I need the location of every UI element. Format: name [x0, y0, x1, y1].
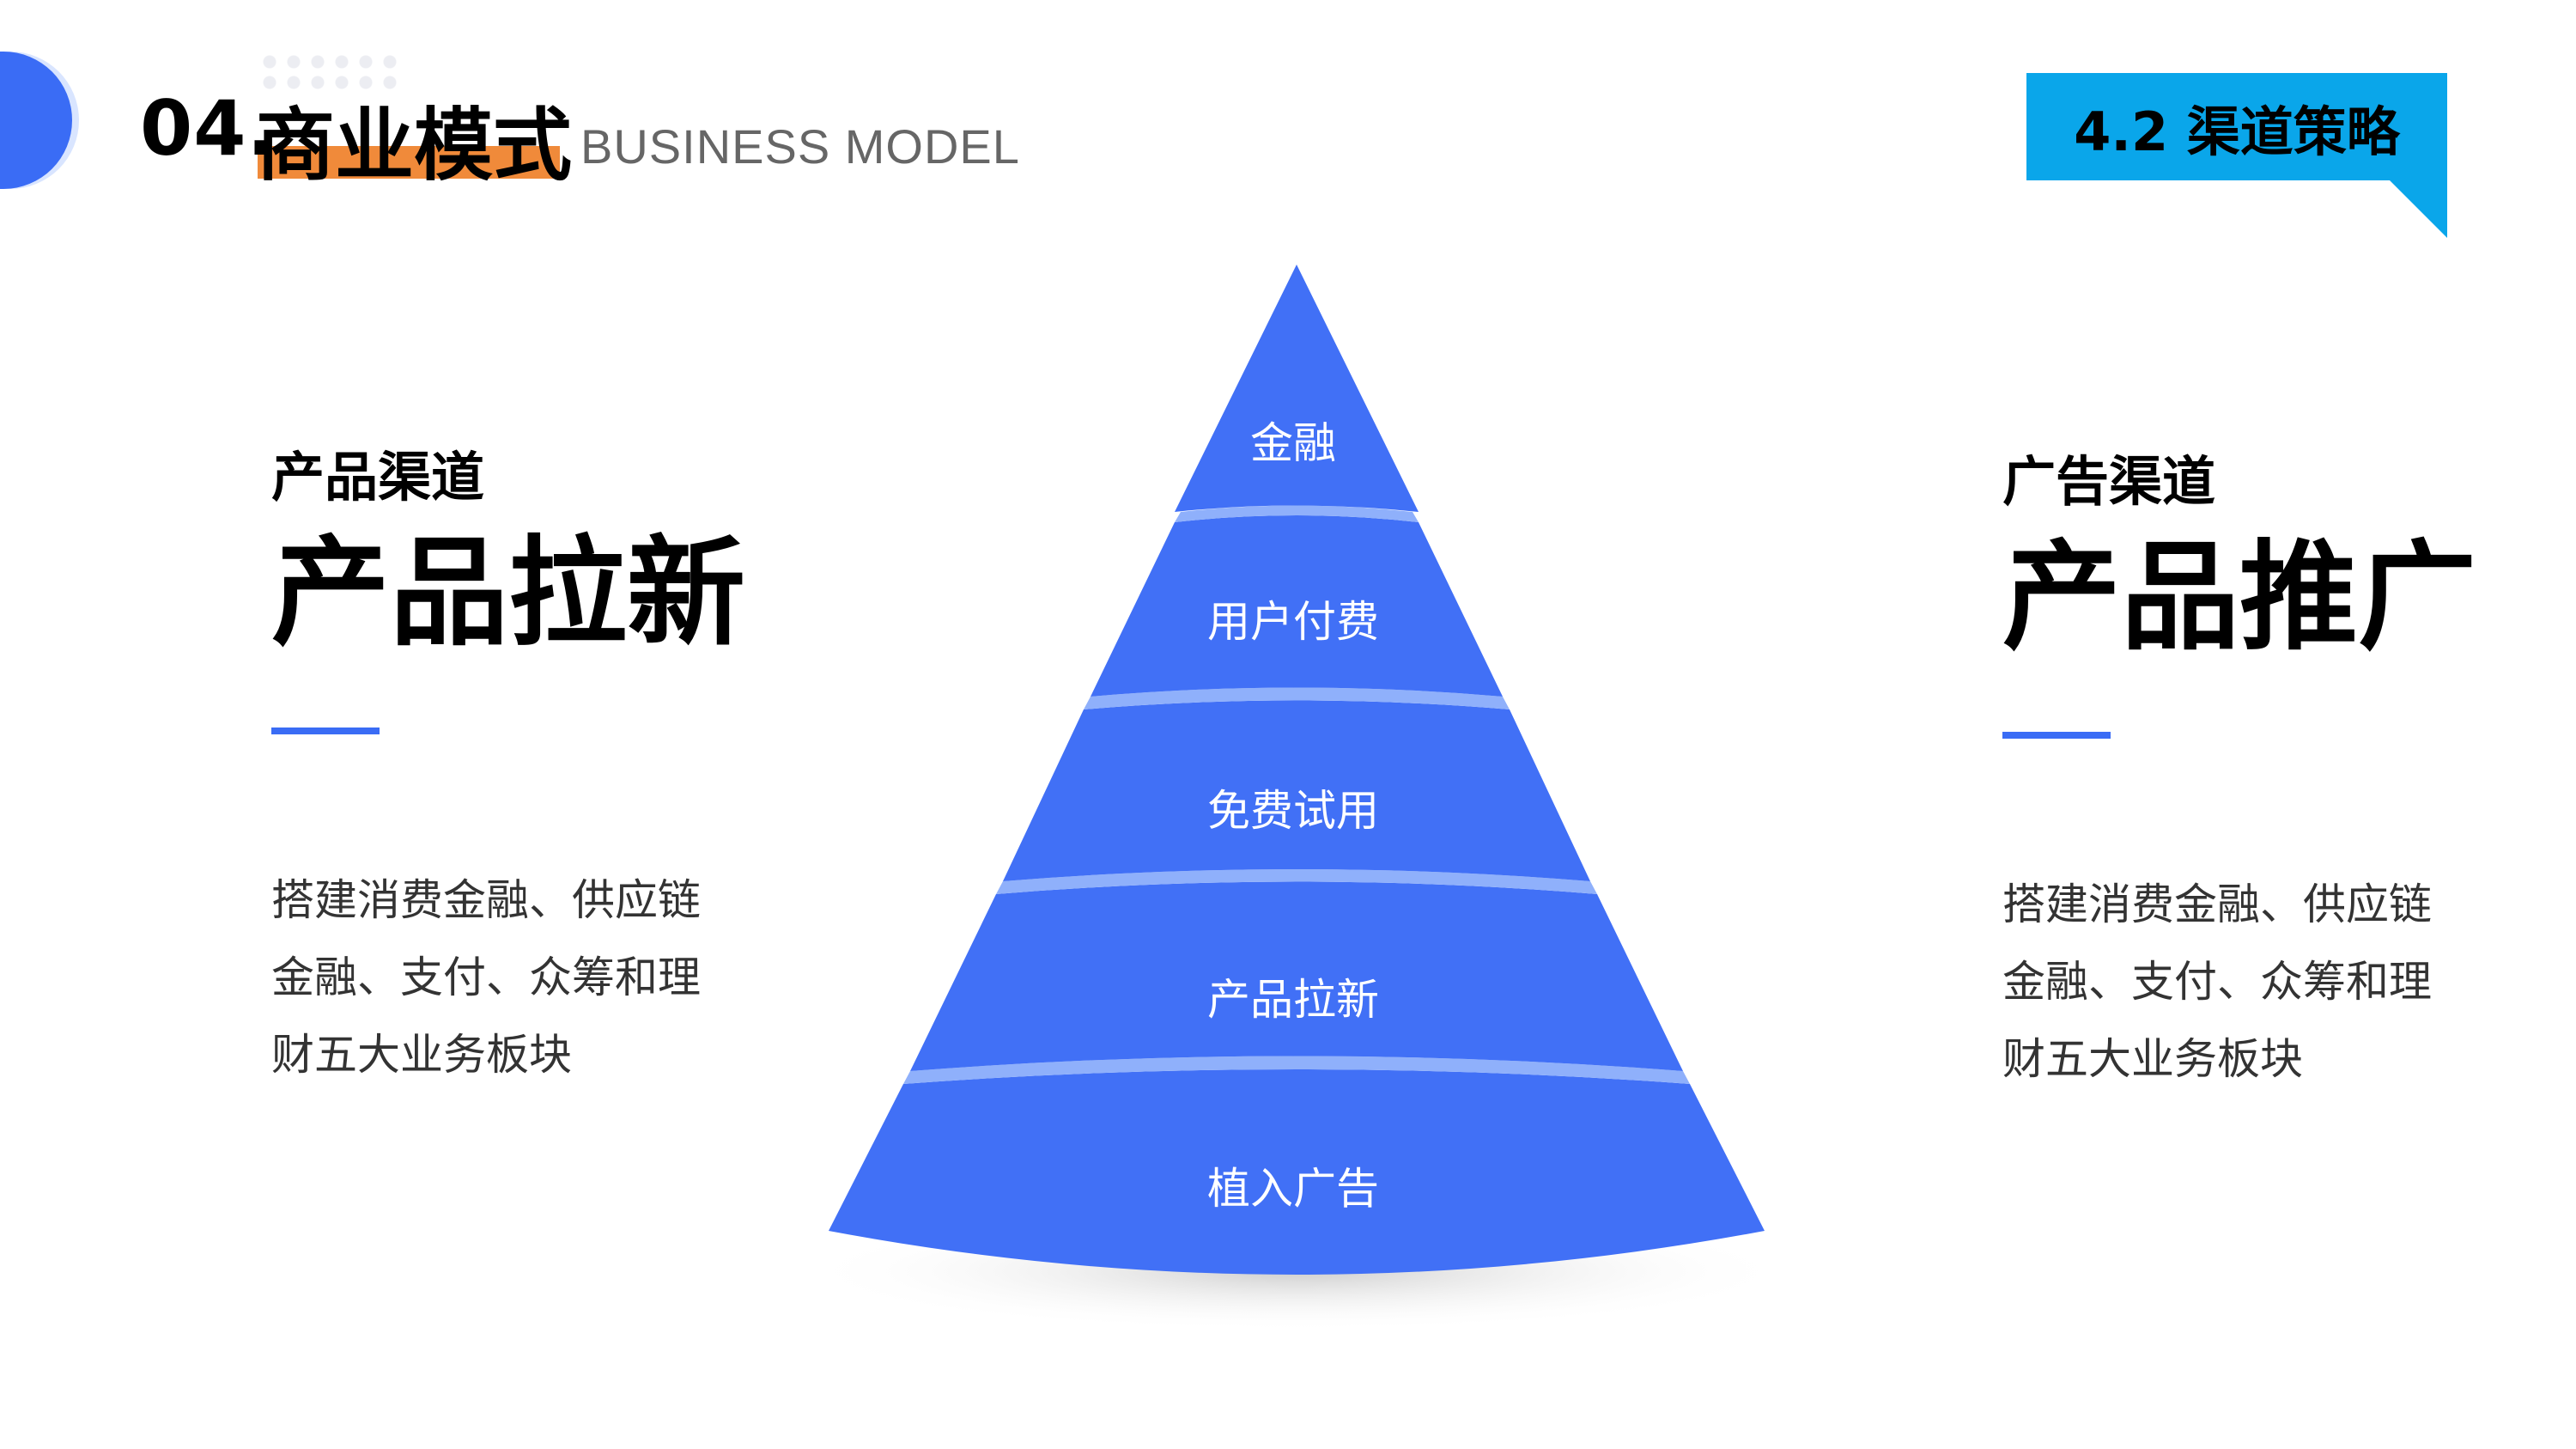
pyramid-layer-1: [1175, 265, 1419, 512]
pyramid-separator-3: [996, 869, 1597, 894]
right-description: 搭建消费金融、供应链金融、支付、众筹和理财五大业务板块: [2002, 879, 2432, 1084]
pyramid-layer-4-label: 产品拉新: [1207, 975, 1379, 1025]
section-badge-label: 4.2 渠道策略: [2074, 100, 2400, 163]
section-badge: 4.2 渠道策略: [2026, 73, 2447, 180]
right-divider: [2002, 731, 2111, 739]
left-headline: 产品拉新: [271, 524, 746, 662]
section-number: 04.: [140, 84, 276, 173]
pyramid-layer-4: [910, 881, 1683, 1071]
pyramid-separator-1: [1175, 505, 1419, 522]
page-subtitle-en: BUSINESS MODEL: [580, 119, 1020, 174]
pyramid-layer-5: [829, 1069, 1765, 1275]
left-description: 搭建消费金融、供应链金融、支付、众筹和理财五大业务板块: [271, 874, 701, 1080]
right-headline: 产品推广: [2002, 528, 2477, 667]
pyramid-layer-5-label: 植入广告: [1207, 1164, 1379, 1214]
pyramid-layer-3-label: 免费试用: [1207, 786, 1379, 836]
pyramid-separator-4: [903, 1056, 1690, 1084]
right-panel: 广告渠道 产品推广 搭建消费金融、供应链金融、支付、众筹和理财五大业务板块: [2002, 438, 2518, 1098]
page-title: 商业模式: [256, 100, 573, 192]
title-highlight-bar: [258, 146, 560, 179]
left-category: 产品渠道: [271, 446, 485, 508]
dot-grid-decoration: [258, 52, 404, 94]
badge-tail: [2390, 180, 2447, 238]
left-panel: 产品渠道 产品拉新 搭建消费金融、供应链金融、支付、众筹和理财五大业务板块: [271, 434, 787, 1093]
pyramid-layer-2-label: 用户付费: [1207, 597, 1379, 647]
pyramid-layer-1-label: 金融: [1250, 418, 1336, 468]
left-divider: [271, 727, 380, 734]
pyramid-layer-3: [1003, 700, 1590, 881]
pyramid-layer-2: [1091, 515, 1503, 697]
pyramid-separator-2: [1084, 687, 1510, 709]
right-category: 广告渠道: [2002, 450, 2216, 513]
